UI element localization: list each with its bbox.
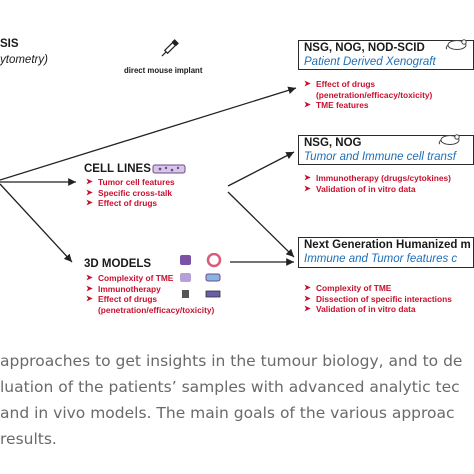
cell-lines-title: CELL LINES: [84, 163, 151, 175]
figure-caption-line-2: luation of the patients’ samples with ad…: [0, 378, 460, 396]
mouse-icon: [445, 39, 467, 50]
list-item: (penetration/efficacy/toxicity): [98, 304, 215, 315]
transfer-box-title: NSG, NOG: [304, 137, 362, 149]
list-item: TME features: [304, 100, 432, 111]
transfer-goals: Immunotherapy (drugs/cytokines) Validati…: [304, 173, 451, 194]
humanized-box-title: Next Generation Humanized m: [304, 239, 471, 251]
arrow-to-3d-models: [0, 183, 73, 263]
left-subtitle-fragment: ytometry): [0, 54, 48, 66]
list-item: Complexity of TME: [304, 283, 452, 294]
figure-caption-line-1: approaches to get insights in the tumour…: [0, 352, 463, 370]
arrow-to-pdx: [0, 86, 297, 181]
pdx-box-subtitle: Patient Derived Xenograft: [304, 56, 436, 68]
list-item: Complexity of TME: [86, 273, 214, 284]
list-item: Tumor cell features: [86, 177, 175, 188]
cell-flask-icon: [152, 164, 186, 174]
list-item: Dissection of specific interactions: [304, 294, 452, 305]
transfer-box-subtitle: Tumor and Immune cell transf: [304, 151, 456, 163]
list-item: Specific cross-talk: [86, 188, 175, 199]
pdx-box-title: NSG, NOG, NOD-SCID: [304, 42, 425, 54]
cell-lines-goals: Tumor cell features Specific cross-talk …: [86, 177, 175, 209]
arrow-cells-to-box3: [227, 191, 295, 258]
list-item: Immunotherapy: [86, 284, 214, 295]
list-item: Validation of in vitro data: [304, 304, 452, 315]
mouse-icon: [438, 134, 460, 145]
left-title-fragment: SIS: [0, 38, 19, 50]
list-item: Effect of drugs: [86, 294, 214, 305]
pdx-goals: Effect of drugs (penetration/efficacy/to…: [304, 79, 432, 111]
list-item: Validation of in vitro data: [304, 184, 451, 195]
implant-label: direct mouse implant: [124, 66, 203, 75]
figure-caption-line-4: results.: [0, 430, 57, 448]
list-item: Effect of drugs: [304, 79, 432, 90]
list-item: (penetration/efficacy/toxicity): [316, 89, 433, 100]
figure-caption-line-3: and in vivo models. The main goals of th…: [0, 404, 455, 422]
pipette-icon: [161, 39, 179, 57]
humanized-model-box: Next Generation Humanized m Immune and T…: [298, 237, 474, 268]
pdx-model-box: NSG, NOG, NOD-SCID Patient Derived Xenog…: [298, 40, 474, 70]
list-item: Immunotherapy (drugs/cytokines): [304, 173, 451, 184]
3d-models-title: 3D MODELS: [84, 258, 152, 270]
humanized-box-subtitle: Immune and Tumor features c: [304, 253, 458, 265]
3d-models-goals: Complexity of TME Immunotherapy Effect o…: [86, 273, 214, 315]
humanized-goals: Complexity of TME Dissection of specific…: [304, 283, 452, 315]
list-item: Effect of drugs: [86, 198, 175, 209]
arrow-cells-to-box2: [227, 151, 295, 187]
